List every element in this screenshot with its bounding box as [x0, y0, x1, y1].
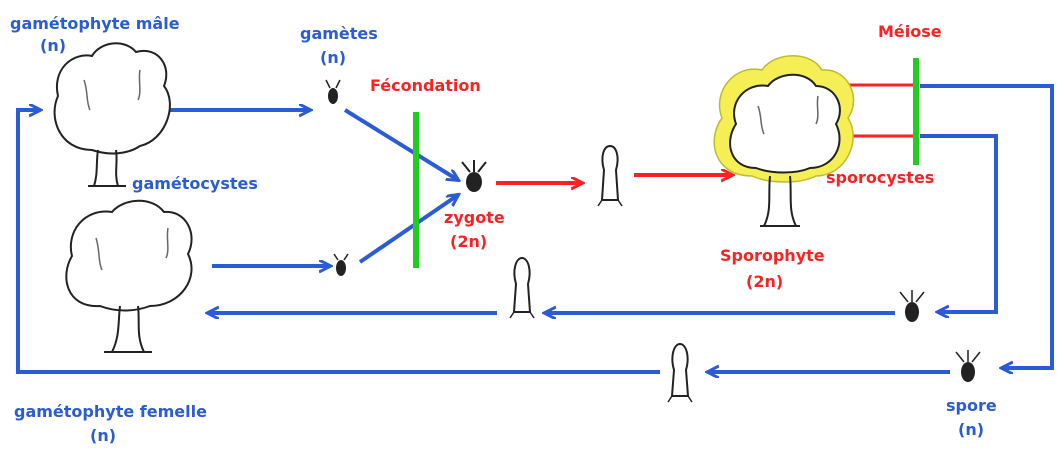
label-gametophyte-male-ploidy: (n): [40, 36, 67, 55]
arrow-meiose-to-spore-inner: [920, 134, 998, 312]
label-gametophyte-female: gamétophyte femelle: [14, 402, 207, 421]
label-meiose: Méiose: [878, 22, 942, 41]
arrow-embryo-to-male-loop: [16, 110, 660, 374]
zygote-cell-icon: [461, 160, 487, 192]
embryo-middle-sprout-icon: [509, 256, 535, 319]
gamete-male-cell-icon: [325, 79, 341, 104]
female-gametophyte-tree-icon: [65, 199, 193, 353]
label-zygote: zygote: [444, 208, 505, 227]
arrow-meiose-to-spore: [920, 84, 1054, 368]
label-spore: spore: [946, 396, 997, 415]
embryo-lower-sprout-icon: [667, 342, 693, 403]
label-fecondation: Fécondation: [370, 76, 481, 95]
label-spore-ploidy: (n): [958, 420, 985, 439]
spore-inner-cell-icon: [899, 290, 925, 322]
arrow-gamete-male-to-zygote: [343, 108, 458, 180]
label-gametocystes: gamétocystes: [132, 174, 258, 193]
label-sporophyte: Sporophyte: [720, 246, 825, 265]
label-sporocystes: sporocystes: [826, 168, 935, 187]
label-sporophyte-ploidy: (2n): [746, 272, 784, 291]
arrow-gamete-female-to-zygote: [358, 195, 458, 264]
sporophyte-tree-icon: [713, 55, 855, 227]
label-gametes-ploidy: (n): [320, 48, 347, 67]
label-zygote-ploidy: (2n): [450, 232, 488, 251]
male-gametophyte-tree-icon: [53, 42, 171, 187]
label-gametophyte-female-ploidy: (n): [90, 426, 117, 445]
gamete-female-cell-icon: [333, 253, 349, 276]
spore-outer-cell-icon: [955, 350, 981, 382]
label-gametophyte-male: gamétophyte mâle: [10, 14, 180, 33]
embryo-sprout-icon: [597, 144, 623, 207]
label-gametes: gamètes: [300, 24, 378, 43]
